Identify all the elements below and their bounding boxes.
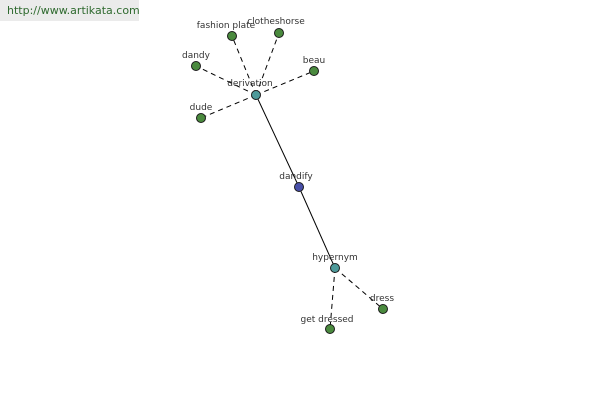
node-dandify[interactable]: dandify <box>279 172 313 192</box>
node-dot-get-dressed[interactable] <box>325 324 335 334</box>
node-label-dude[interactable]: dude <box>190 103 213 113</box>
edge-dandify-to-hypernym <box>298 186 336 269</box>
node-fashion-plate[interactable]: fashion plate <box>197 21 256 41</box>
edge-derivation-to-fashion-plate <box>231 35 257 96</box>
node-label-fashion-plate[interactable]: fashion plate <box>197 21 256 31</box>
node-label-clotheshorse[interactable]: clotheshorse <box>247 17 305 27</box>
node-derivation[interactable]: derivation <box>227 79 273 100</box>
node-dot-beau[interactable] <box>309 66 319 76</box>
node-dot-dress[interactable] <box>378 304 388 314</box>
node-beau[interactable]: beau <box>303 56 325 76</box>
node-label-dandify[interactable]: dandify <box>279 172 313 182</box>
node-dot-hypernym[interactable] <box>330 263 340 273</box>
node-dude[interactable]: dude <box>190 103 213 123</box>
node-label-dandy[interactable]: dandy <box>182 51 211 61</box>
node-hypernym[interactable]: hypernym <box>312 253 358 273</box>
edge-derivation-to-clotheshorse <box>255 32 280 96</box>
edge-derivation-to-dude <box>200 94 257 119</box>
node-dress[interactable]: dress <box>370 294 394 314</box>
node-dot-fashion-plate[interactable] <box>227 31 237 41</box>
node-clotheshorse[interactable]: clotheshorse <box>247 17 305 38</box>
node-dot-derivation[interactable] <box>251 90 261 100</box>
node-label-hypernym[interactable]: hypernym <box>312 253 358 263</box>
edge-hypernym-to-get-dressed <box>329 267 336 330</box>
edge-derivation-to-beau <box>255 70 315 96</box>
nodes-layer: dandify derivation hypernym fashion platecl… <box>182 17 394 334</box>
node-get-dressed[interactable]: get dressed <box>300 315 354 334</box>
node-label-derivation[interactable]: derivation <box>227 79 273 89</box>
edges-layer <box>195 32 384 330</box>
node-label-get-dressed[interactable]: get dressed <box>300 315 353 325</box>
node-dandy[interactable]: dandy <box>182 51 211 71</box>
edge-hypernym-to-dress <box>334 267 384 310</box>
node-dot-dandy[interactable] <box>191 61 201 71</box>
watermark-url[interactable]: http://www.artikata.com <box>0 0 140 21</box>
node-dot-clotheshorse[interactable] <box>274 28 284 38</box>
node-dot-dude[interactable] <box>196 113 206 123</box>
node-dot-dandify[interactable] <box>294 182 304 192</box>
node-label-beau[interactable]: beau <box>303 56 325 66</box>
edge-derivation-to-dandy <box>195 65 257 96</box>
node-label-dress[interactable]: dress <box>370 294 394 304</box>
edge-dandify-to-derivation <box>255 94 300 188</box>
